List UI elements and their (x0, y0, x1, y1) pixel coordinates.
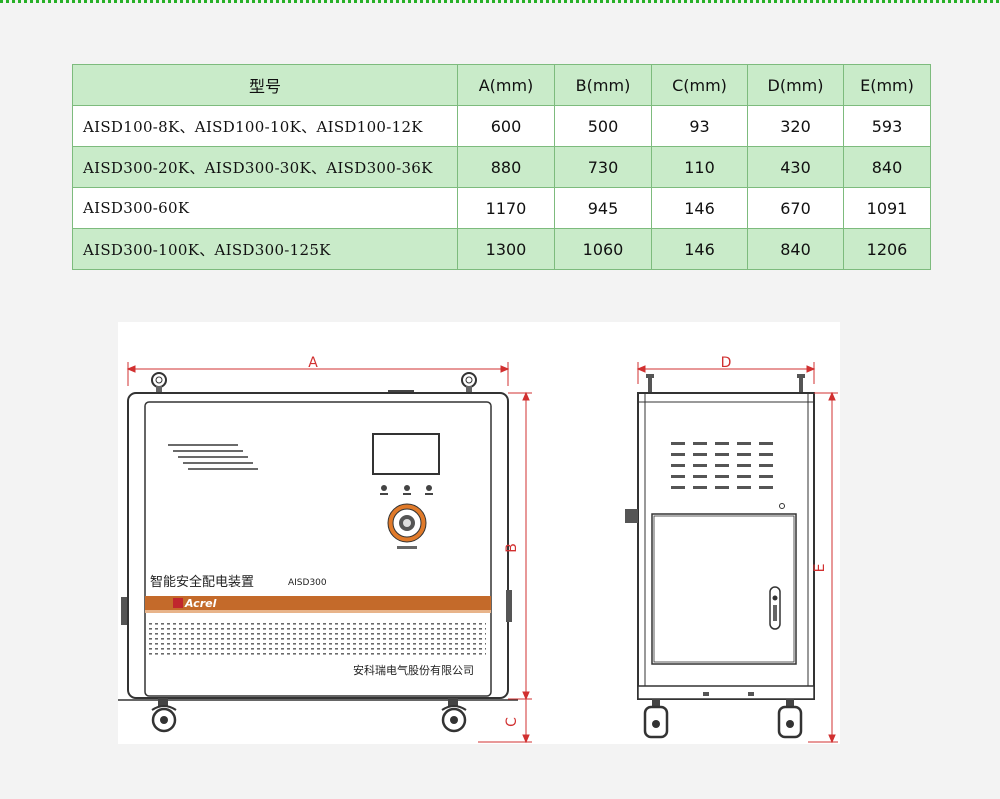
lifting-eye-right-icon (461, 372, 477, 394)
table-header-row: 型号 A(mm) B(mm) C(mm) D(mm) E(mm) (72, 64, 931, 106)
cell-b: 945 (554, 187, 652, 229)
main-switch-knob-icon (387, 503, 427, 549)
cell-e: 1091 (843, 187, 931, 229)
cell-model: AISD300-100K、AISD300-125K (72, 228, 458, 270)
cell-a: 1300 (457, 228, 555, 270)
caster-right-icon (441, 698, 467, 733)
dimension-c (478, 699, 532, 744)
cell-a: 1170 (457, 187, 555, 229)
cell-b: 500 (554, 105, 652, 147)
dim-label-c: C (504, 717, 520, 727)
side-vent-slots (671, 442, 773, 489)
top-dotted-rule (0, 0, 1000, 3)
door-lock-icon (769, 586, 781, 630)
side-view: D E (625, 355, 838, 744)
front-view: 智能安全配电装置 AISD300 Acrel 安科瑞电气股份有限公司 (118, 355, 532, 744)
product-name: 智能安全配电装置 (150, 574, 254, 590)
cell-e: 840 (843, 146, 931, 188)
dim-label-d: D (721, 355, 732, 371)
cell-e: 1206 (843, 228, 931, 270)
dim-label-b: B (504, 543, 520, 553)
dimension-d (636, 362, 816, 384)
table-row: AISD300-100K、AISD300-125K 1300 1060 146 … (72, 228, 931, 270)
caster-left-icon (151, 698, 177, 733)
table-row: AISD300-60K 1170 945 146 670 1091 (72, 187, 931, 229)
dim-label-e: E (812, 564, 828, 573)
top-vent-slots (168, 444, 258, 470)
cell-d: 840 (747, 228, 844, 270)
cell-c: 146 (651, 228, 748, 270)
cell-c: 110 (651, 146, 748, 188)
header-d: D(mm) (747, 64, 844, 106)
brand-logo: Acrel (184, 597, 217, 610)
dimension-drawing: 智能安全配电装置 AISD300 Acrel 安科瑞电气股份有限公司 (118, 322, 840, 744)
cell-b: 730 (554, 146, 652, 188)
cell-d: 320 (747, 105, 844, 147)
brand-stripe (145, 596, 491, 610)
display-screen (372, 433, 440, 475)
bottom-vent (148, 622, 486, 658)
header-e: E(mm) (843, 64, 931, 106)
dimension-b (508, 391, 532, 701)
control-buttons (380, 485, 433, 495)
cell-model: AISD300-60K (72, 187, 458, 229)
header-b: B(mm) (554, 64, 652, 106)
dim-label-a: A (308, 355, 318, 371)
dimension-table: 型号 A(mm) B(mm) C(mm) D(mm) E(mm) AISD100… (72, 64, 931, 270)
model-tag: AISD300 (288, 578, 327, 588)
cell-a: 880 (457, 146, 555, 188)
header-c: C(mm) (651, 64, 748, 106)
lifting-eye-left-icon (151, 372, 167, 394)
cell-model: AISD100-8K、AISD100-10K、AISD100-12K (72, 105, 458, 147)
cell-d: 670 (747, 187, 844, 229)
cell-b: 1060 (554, 228, 652, 270)
company-name: 安科瑞电气股份有限公司 (353, 663, 474, 677)
table-row: AISD100-8K、AISD100-10K、AISD100-12K 600 5… (72, 105, 931, 147)
cell-a: 600 (457, 105, 555, 147)
cell-d: 430 (747, 146, 844, 188)
header-model: 型号 (72, 64, 458, 106)
header-a: A(mm) (457, 64, 555, 106)
cell-c: 146 (651, 187, 748, 229)
table-row: AISD300-20K、AISD300-30K、AISD300-36K 880 … (72, 146, 931, 188)
dimension-e (808, 391, 838, 744)
dimension-a (126, 362, 510, 386)
cell-c: 93 (651, 105, 748, 147)
side-caster-right-icon (777, 699, 803, 739)
cell-e: 593 (843, 105, 931, 147)
cell-model: AISD300-20K、AISD300-30K、AISD300-36K (72, 146, 458, 188)
side-caster-left-icon (643, 699, 669, 739)
